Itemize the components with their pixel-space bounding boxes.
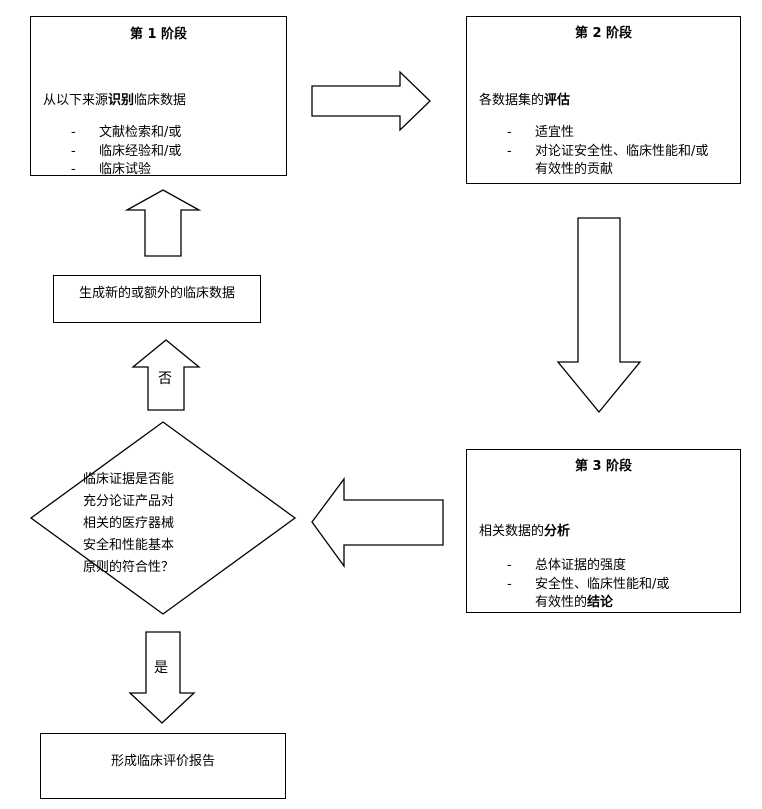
bullet-dash: - bbox=[71, 144, 76, 159]
generate-data-box: 生成新的或额外的临床数据 bbox=[53, 275, 261, 323]
arrow-left-icon bbox=[311, 477, 444, 568]
decision-diamond bbox=[29, 421, 297, 615]
stage1-box: 第 1 阶段 从以下来源识别临床数据 - 文献检索和/或 - 临床经验和/或 -… bbox=[30, 16, 287, 177]
decision-line: 临床证据是否能 bbox=[83, 472, 175, 487]
report-label: 形成临床评价报告 bbox=[110, 754, 215, 769]
bullet-dash: - bbox=[71, 162, 76, 177]
generate-data-label: 生成新的或额外的临床数据 bbox=[78, 286, 235, 301]
stage1-item-experience: 临床经验和/或 bbox=[99, 144, 182, 159]
stage2-item-suitability: 适宜性 bbox=[535, 125, 575, 140]
stage3-item-conclusion: 安全性、临床性能和/或 bbox=[535, 577, 670, 592]
stage3-description: 相关数据的分析 bbox=[479, 524, 571, 539]
stage1-title: 第 1 阶段 bbox=[129, 27, 188, 42]
stage1-description: 从以下来源识别临床数据 bbox=[43, 93, 187, 108]
stage2-item-contribution-cont: 有效性的贡献 bbox=[535, 162, 614, 177]
bullet-dash: - bbox=[507, 577, 512, 592]
no-label: 否 bbox=[158, 371, 172, 387]
bullet-dash: - bbox=[71, 125, 76, 140]
arrow-down-yes-icon bbox=[128, 631, 196, 724]
decision-line: 充分论证产品对 bbox=[83, 494, 175, 509]
decision-text: 临床证据是否能 充分论证产品对 相关的医疗器械 安全和性能基本 原则的符合性？ bbox=[83, 472, 243, 576]
stage1-item-literature: 文献检索和/或 bbox=[99, 125, 182, 140]
arrow-down-icon bbox=[556, 217, 642, 414]
stage3-item-conclusion-cont: 有效性的结论 bbox=[535, 595, 614, 610]
bullet-dash: - bbox=[507, 125, 512, 140]
yes-label: 是 bbox=[154, 660, 168, 676]
arrow-up-icon bbox=[124, 189, 202, 257]
decision-line: 相关的医疗器械 bbox=[83, 516, 175, 531]
arrow-right-icon bbox=[311, 70, 431, 132]
bullet-dash: - bbox=[507, 558, 512, 573]
stage2-description: 各数据集的评估 bbox=[479, 93, 571, 108]
stage2-box: 第 2 阶段 各数据集的评估 - 适宜性 - 对论证安全性、临床性能和/或 有效… bbox=[466, 16, 741, 184]
report-box: 形成临床评价报告 bbox=[40, 733, 286, 799]
decision-line: 安全和性能基本 bbox=[83, 538, 175, 553]
bullet-dash: - bbox=[507, 144, 512, 159]
arrow-up-no-icon bbox=[131, 339, 201, 411]
stage2-title: 第 2 阶段 bbox=[574, 26, 633, 41]
stage3-title: 第 3 阶段 bbox=[574, 459, 633, 474]
stage3-item-strength: 总体证据的强度 bbox=[535, 558, 627, 573]
stage1-item-trial: 临床试验 bbox=[99, 162, 152, 177]
stage2-item-contribution: 对论证安全性、临床性能和/或 bbox=[535, 144, 709, 159]
stage3-box: 第 3 阶段 相关数据的分析 - 总体证据的强度 - 安全性、临床性能和/或 有… bbox=[466, 449, 741, 613]
decision-line: 原则的符合性？ bbox=[83, 560, 175, 575]
